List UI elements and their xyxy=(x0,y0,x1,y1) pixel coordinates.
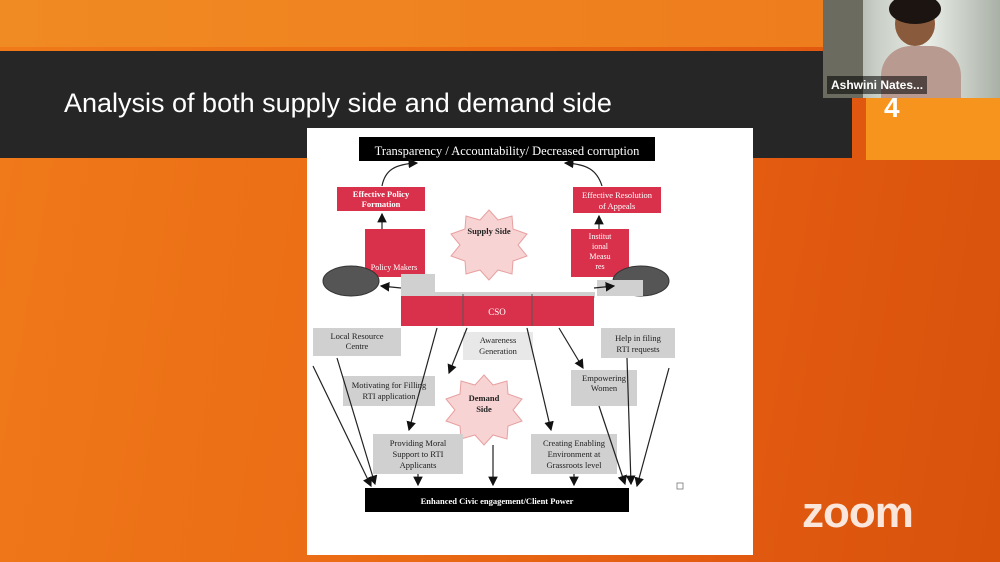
slide-number: 4 xyxy=(884,92,900,123)
supply-side-star xyxy=(450,209,528,281)
selection-handle xyxy=(676,482,684,490)
effective-resolution-box xyxy=(573,187,661,213)
arrow-policy-to-top xyxy=(381,158,419,187)
zoom-watermark: zoom xyxy=(802,488,914,537)
participant-name: Ashwini Nates... xyxy=(827,76,928,94)
effective-policy-box xyxy=(337,187,425,211)
demand-side-star xyxy=(445,374,523,446)
moral-support-box xyxy=(373,434,463,474)
arrow-resolution-to-top xyxy=(563,158,603,187)
cso-text: CSO xyxy=(488,307,506,317)
supply-side-label: Supply Side xyxy=(467,226,510,236)
bottom-banner xyxy=(365,488,629,512)
cso-top-right-block xyxy=(597,280,643,296)
enabling-environment-box xyxy=(531,434,617,474)
slide-title: Analysis of both supply side and demand … xyxy=(64,88,612,118)
arrow-cso-right xyxy=(593,282,616,292)
diagram-svg: Transparency / Accountability/ Decreased… xyxy=(312,137,684,512)
cso-box xyxy=(401,296,594,326)
left-ellipse xyxy=(322,265,380,297)
awareness-box xyxy=(463,332,533,360)
top-banner-text: Transparency / Accountability/ Decreased… xyxy=(375,144,640,158)
empowering-women-box xyxy=(571,370,637,406)
arrow-cso-left xyxy=(379,282,402,292)
local-resource-box xyxy=(313,328,401,356)
help-filing-box xyxy=(601,328,675,358)
diagram-image: Transparency / Accountability/ Decreased… xyxy=(307,128,753,555)
policy-makers-box xyxy=(365,229,425,277)
slide-number-box xyxy=(866,98,1000,160)
cso-top-left-block xyxy=(401,274,435,296)
cso-top-strip xyxy=(435,292,595,298)
policy-makers-text: Policy Makers xyxy=(371,263,417,272)
participant-hair xyxy=(889,0,941,24)
arrows-to-bottom xyxy=(312,327,670,488)
participant-video[interactable]: Ashwini Nates... xyxy=(823,0,1000,98)
top-banner xyxy=(359,137,655,161)
institutional-measures-box xyxy=(571,229,629,277)
bottom-banner-text: Enhanced Civic engagement/Client Power xyxy=(421,496,574,506)
